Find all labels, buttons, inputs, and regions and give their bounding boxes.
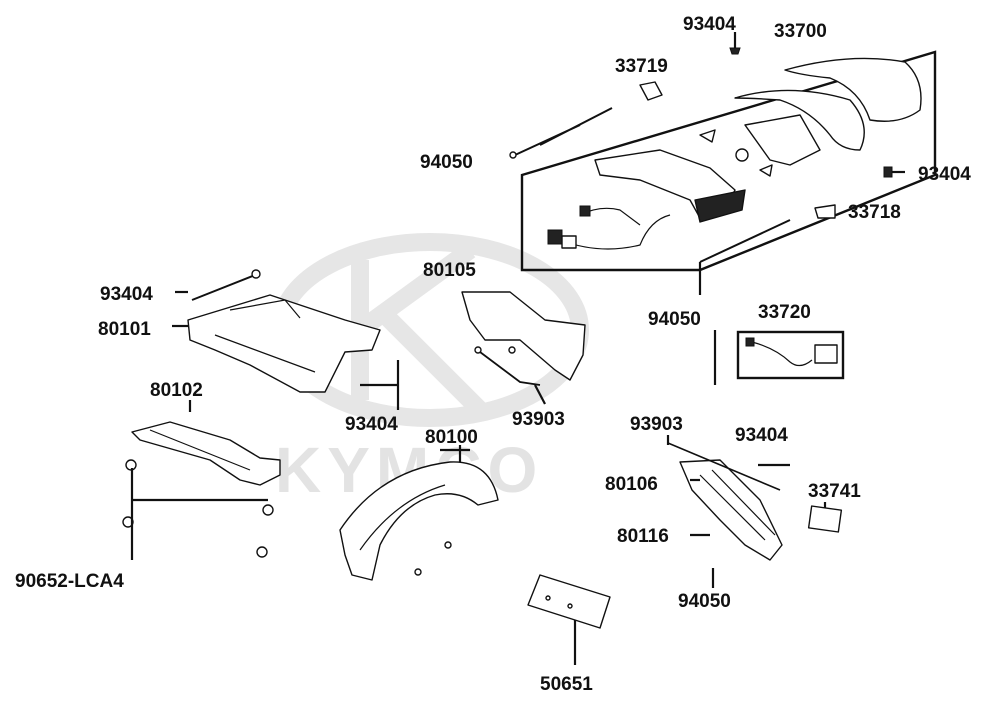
taillight-assembly-box — [520, 50, 937, 272]
label-80105: 80105 — [423, 260, 476, 281]
fasteners-top — [509, 32, 905, 263]
bracket-80102 — [122, 421, 281, 558]
label-90652-lca4: 90652-LCA4 — [15, 571, 124, 592]
label-80116: 80116 — [617, 526, 669, 547]
plate-50651 — [527, 574, 611, 629]
label-80101: 80101 — [98, 319, 151, 340]
label-94050-left: 94050 — [420, 152, 473, 173]
label-93903-right: 93903 — [630, 414, 683, 435]
label-93404-right2: 93404 — [735, 425, 788, 446]
label-33700: 33700 — [774, 21, 827, 42]
fender-80100 — [339, 461, 499, 581]
label-93404-left: 93404 — [100, 284, 153, 305]
license-bracket-80106 — [667, 442, 783, 561]
label-33719: 33719 — [615, 56, 668, 77]
bracket-80105 — [461, 291, 586, 386]
label-93404-top: 93404 — [683, 14, 736, 35]
label-94050-mid: 94050 — [648, 309, 701, 330]
label-50651: 50651 — [540, 674, 593, 695]
label-94050-bottom: 94050 — [678, 591, 731, 612]
label-93404-center: 93404 — [345, 414, 398, 435]
leader-lines — [130, 262, 827, 665]
label-80102: 80102 — [150, 380, 203, 401]
label-80106: 80106 — [605, 474, 658, 495]
label-93404-right: 93404 — [918, 164, 971, 185]
label-33741: 33741 — [808, 481, 861, 502]
label-80100: 80100 — [425, 427, 478, 448]
cover-80101 — [187, 269, 381, 393]
label-33720: 33720 — [758, 302, 811, 323]
harness-box-33720 — [736, 330, 845, 380]
label-33718: 33718 — [848, 202, 901, 223]
reflector-33741 — [807, 505, 843, 533]
label-93903-mid: 93903 — [512, 409, 565, 430]
